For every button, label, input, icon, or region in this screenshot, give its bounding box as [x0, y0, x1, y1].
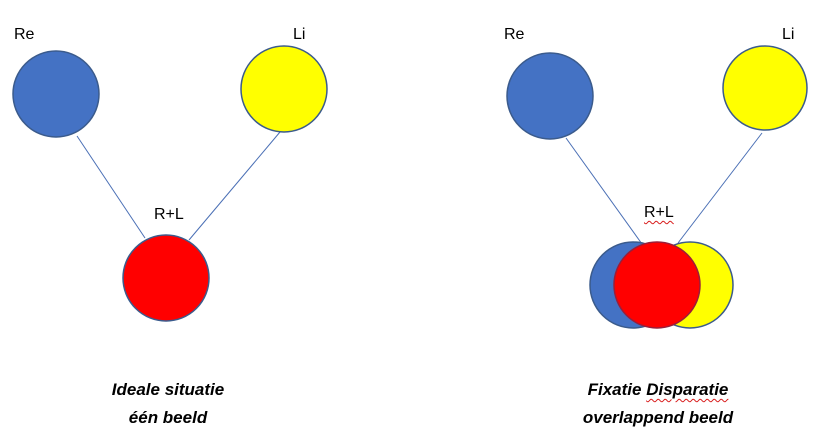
- left-li-label: Li: [293, 26, 306, 43]
- right-caption-line2: overlappend beeld: [582, 408, 734, 427]
- left-caption-line1: Ideale situatie: [111, 380, 225, 399]
- right-re-label: Re: [504, 26, 525, 43]
- left-re-label: Re: [14, 26, 35, 43]
- right-combined-label: R+L: [644, 204, 674, 221]
- left-combined-circle: [122, 234, 210, 322]
- right-caption-line1: Fixatie Disparatie: [538, 380, 778, 400]
- right-caption-word2: Disparatie: [646, 380, 729, 399]
- right-combined-circle: [613, 241, 701, 329]
- left-connector-li: [188, 131, 281, 241]
- left-caption-line2: één beeld: [128, 408, 208, 427]
- right-caption-word1: Fixatie: [587, 380, 642, 399]
- right-li-circle: [722, 45, 808, 131]
- left-li-circle: [240, 45, 328, 133]
- right-re-circle: [506, 52, 594, 140]
- left-connector-re: [76, 135, 146, 239]
- right-connector-li: [677, 132, 763, 244]
- right-li-label: Li: [782, 26, 795, 43]
- left-combined-label: R+L: [154, 206, 184, 223]
- left-re-circle: [12, 50, 100, 138]
- right-connector-re: [565, 137, 643, 245]
